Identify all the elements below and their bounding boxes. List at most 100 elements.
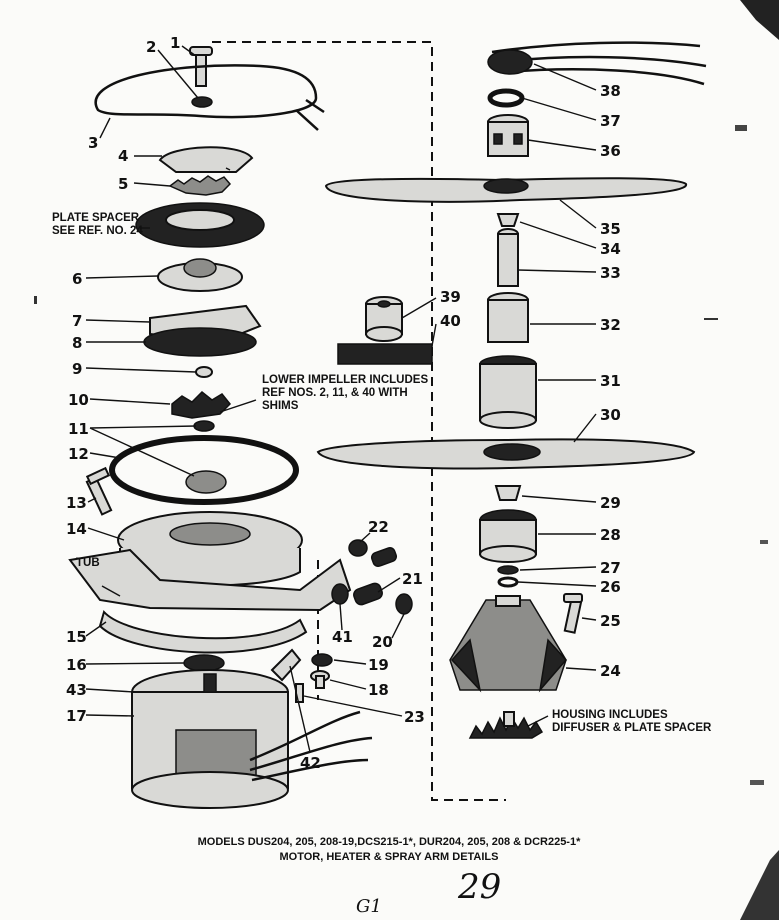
callout-14: 14 [66,520,87,538]
callout-42: 42 [300,754,321,772]
note-plate-spacer-line1: PLATE SPACER [52,212,140,224]
part-4-cap [158,146,254,173]
callout-1: 1 [170,34,180,52]
callout-10: 10 [68,391,89,409]
part-21-bushing [353,582,383,606]
callout-25: 25 [600,612,621,630]
callout-31: 31 [600,372,621,390]
caption-title-line: MOTOR, HEATER & SPRAY ARM DETAILS [279,851,498,863]
part-8-seal [143,327,257,357]
tub-section [68,548,352,612]
callout-7: 7 [72,312,82,330]
callout-28: 28 [600,526,621,544]
part-10-lower-impeller [171,390,232,419]
callout-39: 39 [440,288,461,306]
part-41-clip [331,583,349,605]
callout-19: 19 [368,656,389,674]
callout-33: 33 [600,264,621,282]
callout-22: 22 [368,518,389,536]
note-lower-impeller-line2: REF NOS. 2, 11, & 40 WITH [262,387,408,399]
callout-37: 37 [600,112,621,130]
part-15-clamp [98,610,308,654]
part-42-clip [270,648,302,682]
callout-29: 29 [600,494,621,512]
plate-spacer [135,202,265,248]
callout-40: 40 [440,312,461,330]
part-25-bolt [563,593,583,634]
callout-15: 15 [66,628,87,646]
callout-16: 16 [66,656,87,674]
part-18-fitting [310,670,330,689]
note-housing-line2: DIFFUSER & PLATE SPACER [552,722,712,734]
part-22-clip [348,539,368,557]
callout-32: 32 [600,316,621,334]
callout-20: 20 [372,633,393,651]
callout-35: 35 [600,220,621,238]
part-28-diffuser-cap [479,509,537,563]
callout-numbers: 1 2 3 4 5 6 7 8 9 10 11 12 13 14 15 16 1… [66,34,621,772]
part-27-washer [497,565,519,575]
callout-23: 23 [404,708,425,726]
part-37-o-ring [487,88,525,108]
handwritten-mark-left: G1 [356,896,382,917]
part-39-bushing [365,296,403,342]
callout-41: 41 [332,628,353,646]
caption: MODELS DUS204, 205, 208-19,DCS215-1*, DU… [198,836,581,863]
part-33-shaft [497,228,519,287]
callout-8: 8 [72,334,82,352]
callout-11: 11 [68,420,89,438]
note-housing-line1: HOUSING INCLUDES [552,709,668,721]
part-29-nut [494,485,522,501]
diffuser-spacer [468,711,544,739]
callout-13: 13 [66,494,87,512]
part-2-washer [191,96,213,108]
callout-2: 2 [146,38,156,56]
callout-21: 21 [402,570,423,588]
scan-noise [34,0,779,920]
part-32-sleeve [487,292,529,343]
note-tub: TUB [76,557,100,569]
callout-30: 30 [600,406,621,424]
part-22-bushing [370,546,398,568]
part-6-pump-cover [157,258,243,292]
part-31-tower [479,355,537,429]
part-16-coupling [183,654,225,672]
annotation-notes: PLATE SPACER SEE REF. NO. 24 LOWER IMPEL… [52,212,712,734]
callout-18: 18 [368,681,389,699]
callout-34: 34 [600,240,621,258]
part-40-shim-strip [337,343,433,365]
part-24-housing [449,595,568,693]
part-20-clip [395,593,413,615]
caption-models-line: MODELS DUS204, 205, 208-19,DCS215-1*, DU… [198,836,581,848]
note-plate-spacer-line2: SEE REF. NO. 24 [52,225,143,237]
callout-4: 4 [118,147,128,165]
part-30-lower-spray-arm [316,438,696,470]
callout-36: 36 [600,142,621,160]
note-lower-impeller-line3: SHIMS [262,400,299,412]
part-12-ring-gasket [109,435,299,505]
part-34-nut [496,213,520,227]
part-36-upper-bearing [487,114,529,157]
callout-17: 17 [66,707,87,725]
handwritten-page-number: 29 [457,867,501,907]
callout-26: 26 [600,578,621,596]
callout-3: 3 [88,134,98,152]
callout-43: 43 [66,681,87,699]
motor-assembly [131,669,289,809]
callout-38: 38 [600,82,621,100]
part-3-heater-element [94,64,318,119]
part-38-tube-nut [487,41,707,86]
callout-12: 12 [68,445,89,463]
motor-wires [249,710,373,782]
part-5-spring-star [168,175,232,196]
part-19-nut [311,653,333,667]
callout-5: 5 [118,175,128,193]
callout-9: 9 [72,360,82,378]
part-11-shim [193,420,215,432]
heater-terminals [295,98,325,131]
part-26-washer [497,576,519,588]
callout-27: 27 [600,559,621,577]
part-13-bolt [85,466,113,516]
